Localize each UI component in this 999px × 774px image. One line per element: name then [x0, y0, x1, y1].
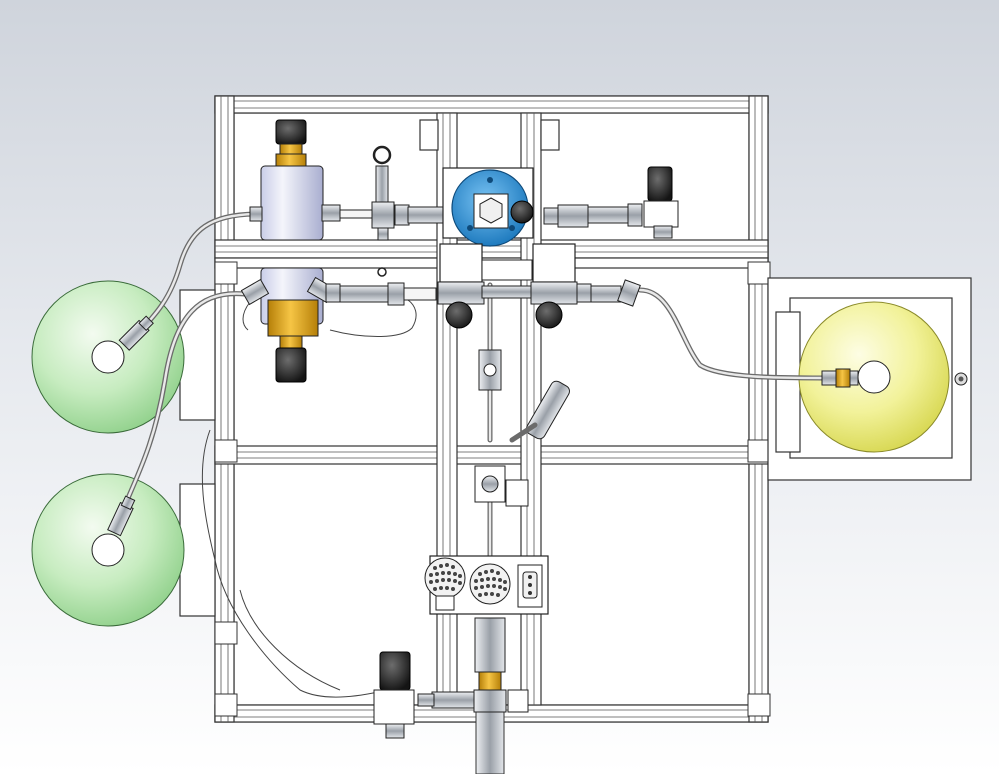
bottom-inline-filter: [474, 617, 506, 673]
valve-actuator-knob: [510, 200, 534, 224]
center-column: [474, 349, 570, 507]
circular-connector-left: [424, 557, 466, 611]
valve-knob-left: [445, 301, 473, 329]
frame-rail-right: [748, 95, 769, 723]
connector-panel: [424, 555, 549, 615]
regulator-body: [260, 165, 324, 241]
upper-manifold-line: [339, 145, 679, 241]
solenoid-bottom: [379, 651, 411, 691]
left-tank-mount-upper: [179, 289, 216, 421]
tank-right: [798, 301, 950, 453]
valve-block-right: [532, 243, 576, 283]
solenoid-upper-right: [647, 166, 673, 202]
valve-block-left: [439, 243, 483, 283]
bottom-outlet-pipe: [475, 707, 505, 774]
bracket-top-right: [540, 119, 560, 151]
relief-valve-ring: [372, 145, 392, 165]
tank-left-lower: [31, 473, 185, 627]
circular-connector-right: [469, 563, 511, 605]
left-tank-mount-lower: [179, 483, 216, 617]
tank-fitting: [821, 370, 837, 386]
rectangular-connector: [517, 564, 543, 608]
right-tank-clamp: [775, 311, 801, 453]
regulator-knob-top: [275, 119, 307, 145]
regulator-knob-bottom: [275, 347, 307, 383]
bottom-assembly: [373, 617, 529, 739]
inline-filter-lower-left: [339, 285, 389, 303]
inline-filter-upper: [407, 206, 449, 224]
tank-port: [91, 340, 125, 374]
frame-crossbar-middle: [214, 445, 769, 465]
pressure-regulator: [240, 119, 341, 383]
tank-fittings: [107, 315, 859, 537]
lower-manifold-line: [325, 243, 641, 329]
bracket-top-left: [419, 119, 439, 151]
corner-gussets: [214, 261, 771, 717]
tank-port: [857, 360, 891, 394]
relief-valve: [375, 165, 389, 203]
inline-filter-upper-right: [587, 206, 629, 224]
central-valve: [442, 167, 534, 247]
valve-knob-right: [535, 301, 563, 329]
frame-rail-top: [214, 95, 769, 114]
tank-port: [91, 533, 125, 567]
